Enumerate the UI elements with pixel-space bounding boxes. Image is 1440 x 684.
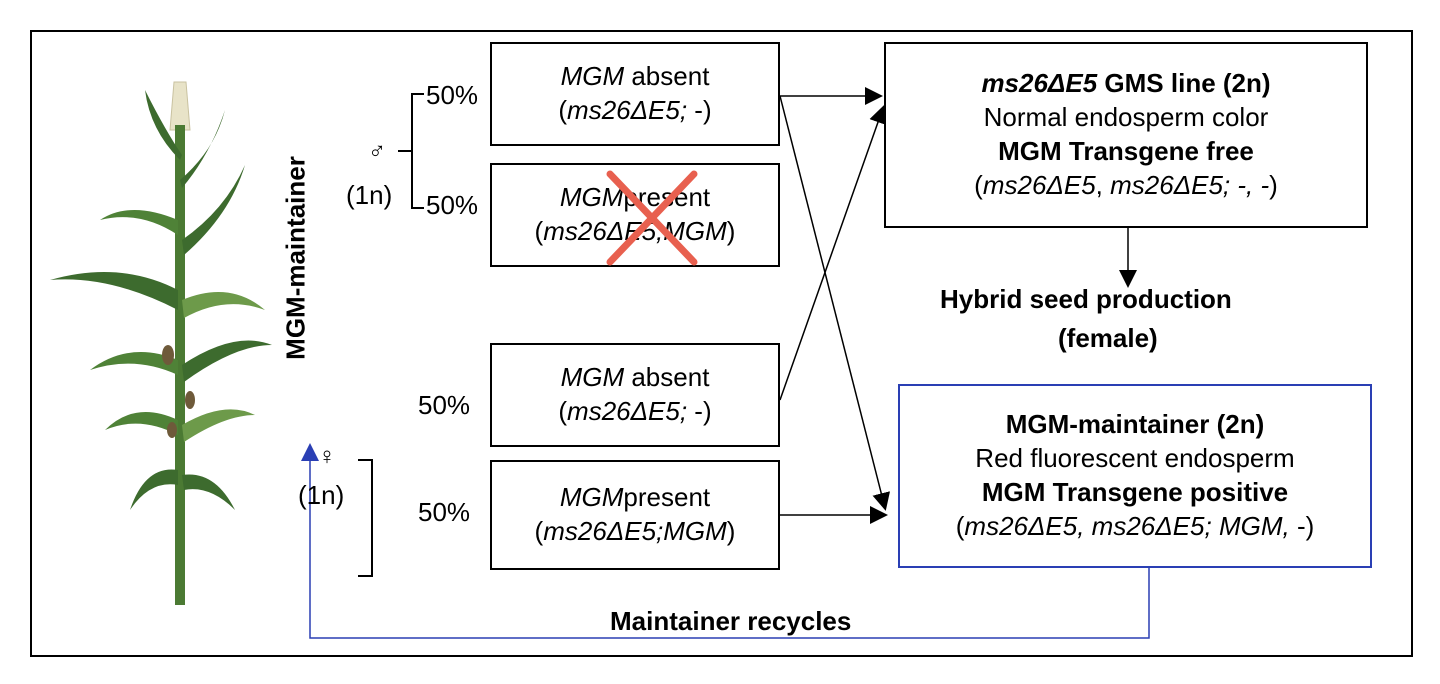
arrow-f-absent-to-gms: [779, 105, 887, 401]
female-bracket: [358, 459, 373, 577]
female-present-box: MGMpresent (ms26ΔE5;MGM): [490, 460, 780, 570]
hybrid-line1: Hybrid seed production: [940, 284, 1232, 314]
hybrid-line2: (female): [1058, 323, 1158, 353]
female-pct-bottom: 50%: [418, 497, 471, 527]
male-present-box: MGMpresent (ms26ΔE5;MGM): [490, 163, 780, 267]
male-symbol: ♂: [368, 138, 386, 165]
female-pct-top: 50%: [418, 390, 471, 420]
maintainer-box: MGM-maintainer (2n) Red fluorescent endo…: [898, 384, 1372, 568]
cross-mark-icon: [606, 170, 698, 266]
female-symbol: ♀: [318, 443, 336, 470]
recycle-label: Maintainer recycles: [610, 606, 852, 636]
figure-frame: [30, 30, 1413, 657]
male-pct-top: 50%: [426, 80, 479, 110]
female-ploidy: (1n): [298, 480, 345, 510]
maize-plant-image: [50, 81, 272, 605]
male-bracket: [411, 93, 424, 209]
male-ploidy: (1n): [346, 180, 393, 210]
recycle-loop: [301, 443, 1150, 639]
gms-line-box: ms26ΔE5 GMS line (2n) Normal endosperm c…: [884, 42, 1368, 228]
male-pct-bottom: 50%: [426, 190, 479, 220]
male-absent-box: MGM absent (ms26ΔE5; -): [490, 42, 780, 146]
arrow-m-absent-to-maintainer: [779, 95, 891, 511]
female-absent-box: MGM absent (ms26ΔE5; -): [490, 343, 780, 447]
